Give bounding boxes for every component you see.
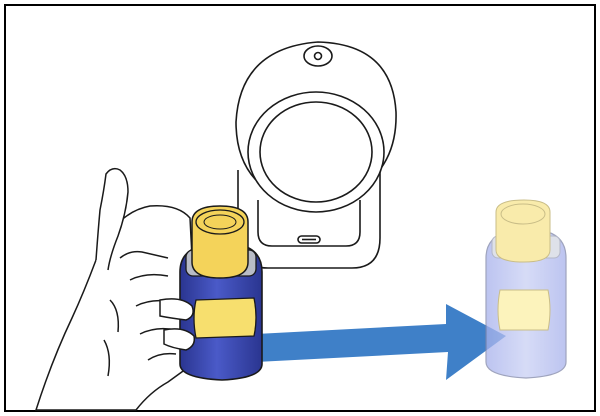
frame-border [4,4,596,412]
barcode-scanner-icon [235,41,397,269]
arrow-right-icon [256,304,506,380]
ghost-bottle-icon [485,199,567,379]
bottle-icon [179,205,263,381]
hand-fingers [159,298,196,351]
hand-icon [34,167,196,411]
